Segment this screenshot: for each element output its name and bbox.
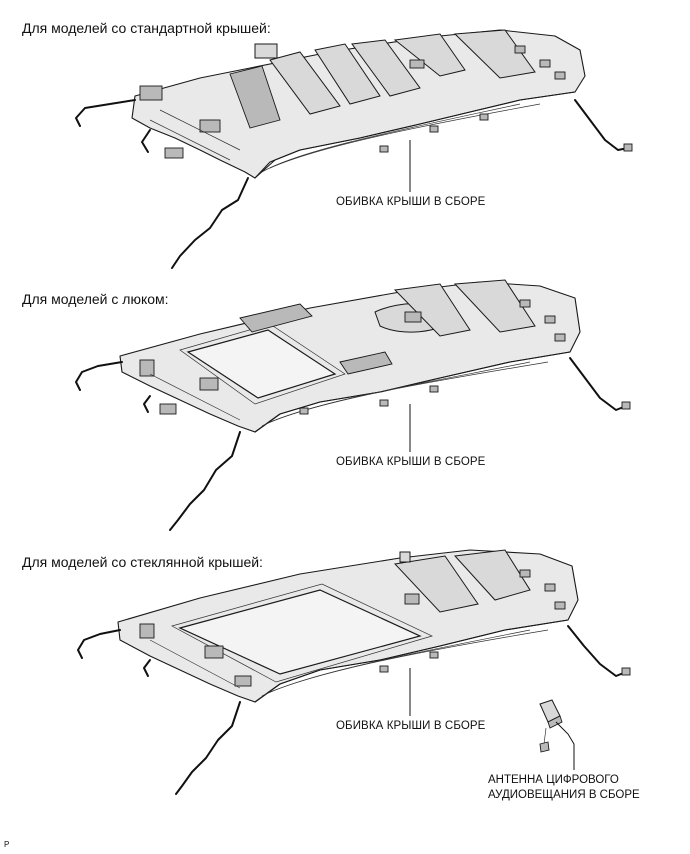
callout-headliner-sunroof: ОБИВКА КРЫШИ В СБОРЕ: [336, 456, 486, 468]
heading-standard-roof: Для моделей со стандартной крышей:: [22, 20, 271, 36]
sunroof-opening: [186, 329, 337, 399]
harness-left: [75, 361, 123, 391]
harness-front: [175, 701, 241, 795]
harness-front: [169, 431, 241, 531]
harness-left: [77, 629, 121, 659]
headliner-standard-body: [131, 29, 586, 179]
harness-left: [75, 99, 136, 127]
footer-mark: P: [4, 840, 10, 849]
harness-right: [574, 99, 629, 151]
callout-headliner-glass: ОБИВКА КРЫШИ В СБОРЕ: [336, 720, 486, 732]
harness-front: [171, 177, 249, 269]
glass-roof-opening: [178, 589, 422, 675]
dab-antenna-illustration: [539, 699, 575, 770]
harness-right: [569, 357, 627, 411]
headliner-sunroof-body: [119, 279, 581, 433]
heading-glass-roof: Для моделей со стеклянной крышей:: [22, 554, 263, 570]
heading-sunroof: Для моделей с люком:: [22, 291, 169, 307]
harness-right: [567, 625, 627, 677]
callout-dab-antenna-line2: АУДИОВЕЩАНИЯ В СБОРЕ: [488, 789, 640, 801]
callout-dab-antenna: АНТЕННА ЦИФРОВОГО АУДИОВЕЩАНИЯ В СБОРЕ: [488, 773, 640, 803]
callout-headliner-standard: ОБИВКА КРЫШИ В СБОРЕ: [336, 196, 486, 208]
headliner-glass-body: [117, 549, 579, 703]
callout-dab-antenna-line1: АНТЕННА ЦИФРОВОГО: [488, 774, 619, 786]
